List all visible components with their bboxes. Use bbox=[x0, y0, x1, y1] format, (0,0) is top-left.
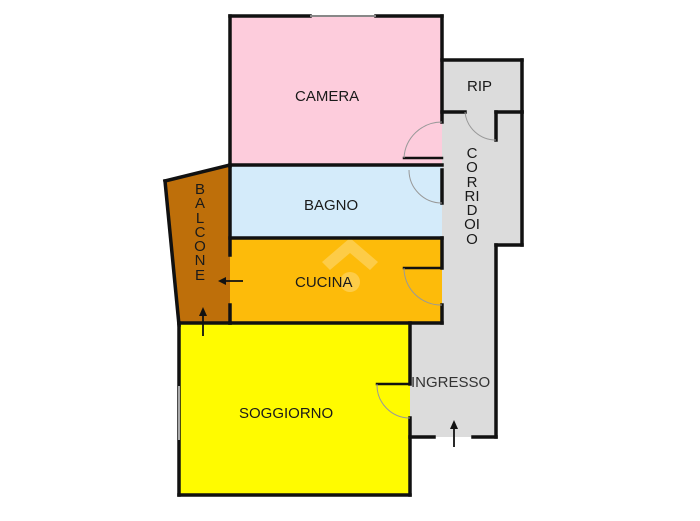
walls bbox=[162, 14, 524, 497]
label-bagno: BAGNO bbox=[304, 197, 359, 214]
arrow-up-icon bbox=[199, 307, 207, 336]
door-arcs bbox=[376, 111, 497, 419]
room-camera bbox=[230, 16, 442, 166]
room-balcone bbox=[165, 165, 230, 325]
entrance-arrow-up-icon bbox=[450, 420, 458, 447]
label-corridoio: CORRIDOIO bbox=[464, 145, 480, 248]
house-watermark-icon bbox=[322, 238, 378, 292]
room-ingresso bbox=[410, 323, 496, 437]
room-rip bbox=[442, 60, 522, 112]
arrow-left-icon bbox=[218, 277, 243, 285]
room-cucina bbox=[230, 238, 442, 323]
label-ingresso: INGRESSO bbox=[411, 374, 491, 391]
label-cucina: CUCINA bbox=[295, 274, 353, 291]
label-soggiorno: SOGGIORNO bbox=[239, 405, 334, 422]
label-camera: CAMERA bbox=[295, 88, 360, 105]
room-bagno bbox=[230, 166, 442, 238]
label-balcone: BALCONE bbox=[194, 181, 206, 284]
room-soggiorno bbox=[179, 323, 410, 495]
label-rip: RIP bbox=[467, 78, 493, 95]
room-corridoio bbox=[442, 112, 522, 325]
